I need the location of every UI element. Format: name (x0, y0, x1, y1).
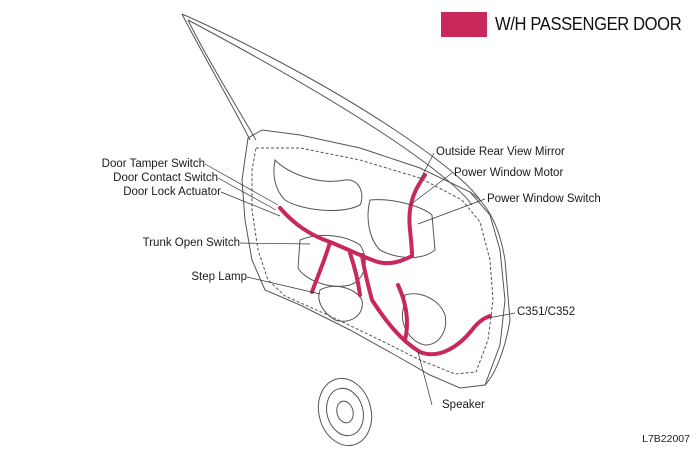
legend-swatch (441, 11, 487, 37)
legend-label: W/H PASSENGER DOOR (495, 13, 682, 34)
door-outline (181, 13, 511, 389)
callout-outside-rear-view-mirror: Outside Rear View Mirror (436, 146, 565, 158)
wire-harness (278, 173, 492, 357)
callout-trunk-open-switch: Trunk Open Switch (142, 237, 240, 249)
callout-speaker: Speaker (442, 399, 485, 411)
callout-power-window-switch: Power Window Switch (487, 193, 601, 205)
callout-door-tamper-switch: Door Tamper Switch (101, 158, 205, 170)
callout-door-contact-switch: Door Contact Switch (113, 172, 218, 184)
callout-step-lamp: Step Lamp (191, 271, 247, 283)
callout-power-window-motor: Power Window Motor (454, 167, 564, 179)
callout-connector-c351-c352: C351/C352 (517, 306, 576, 318)
leader-lines (204, 152, 516, 406)
speaker-illustration (317, 377, 373, 447)
figure-code: L7B22007 (642, 433, 690, 445)
callout-door-lock-actuator: Door Lock Actuator (123, 186, 221, 198)
legend: W/H PASSENGER DOOR (441, 11, 698, 37)
